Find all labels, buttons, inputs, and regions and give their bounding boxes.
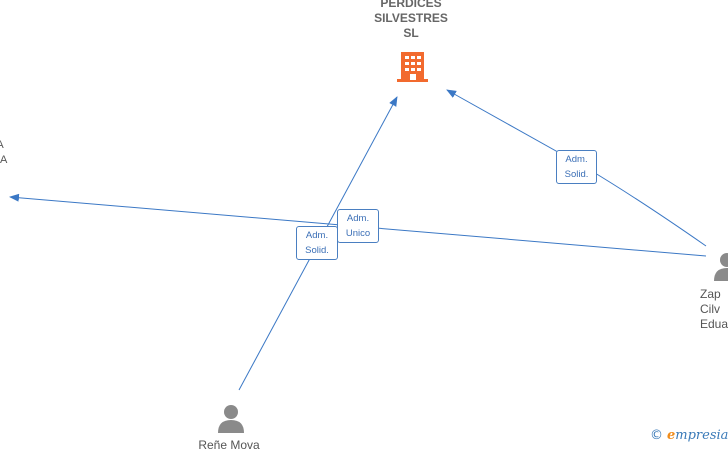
person-label-zap[interactable]: Zap Cilv Edua	[700, 287, 728, 331]
relation-badge-adm-unico[interactable]: Adm. Unico	[337, 209, 379, 243]
relation-badge-adm-solid-left[interactable]: Adm. Solid.	[296, 226, 338, 260]
relation-badge-adm-solid-right[interactable]: Adm. Solid.	[556, 150, 597, 184]
empresia-logo: © empresia	[650, 428, 728, 443]
copyright-icon: ©	[650, 428, 663, 443]
person-label-rene[interactable]: Reñe Mova	[198, 438, 260, 452]
company-label: PERDICES SILVESTRES SL	[374, 0, 448, 40]
person-icon[interactable]	[217, 403, 245, 433]
logo-initial: e	[667, 428, 676, 443]
building-icon[interactable]	[396, 50, 429, 83]
person-icon[interactable]	[713, 251, 728, 281]
logo-text: mpresia	[675, 428, 728, 443]
left-node-label[interactable]: A SA	[0, 139, 8, 166]
